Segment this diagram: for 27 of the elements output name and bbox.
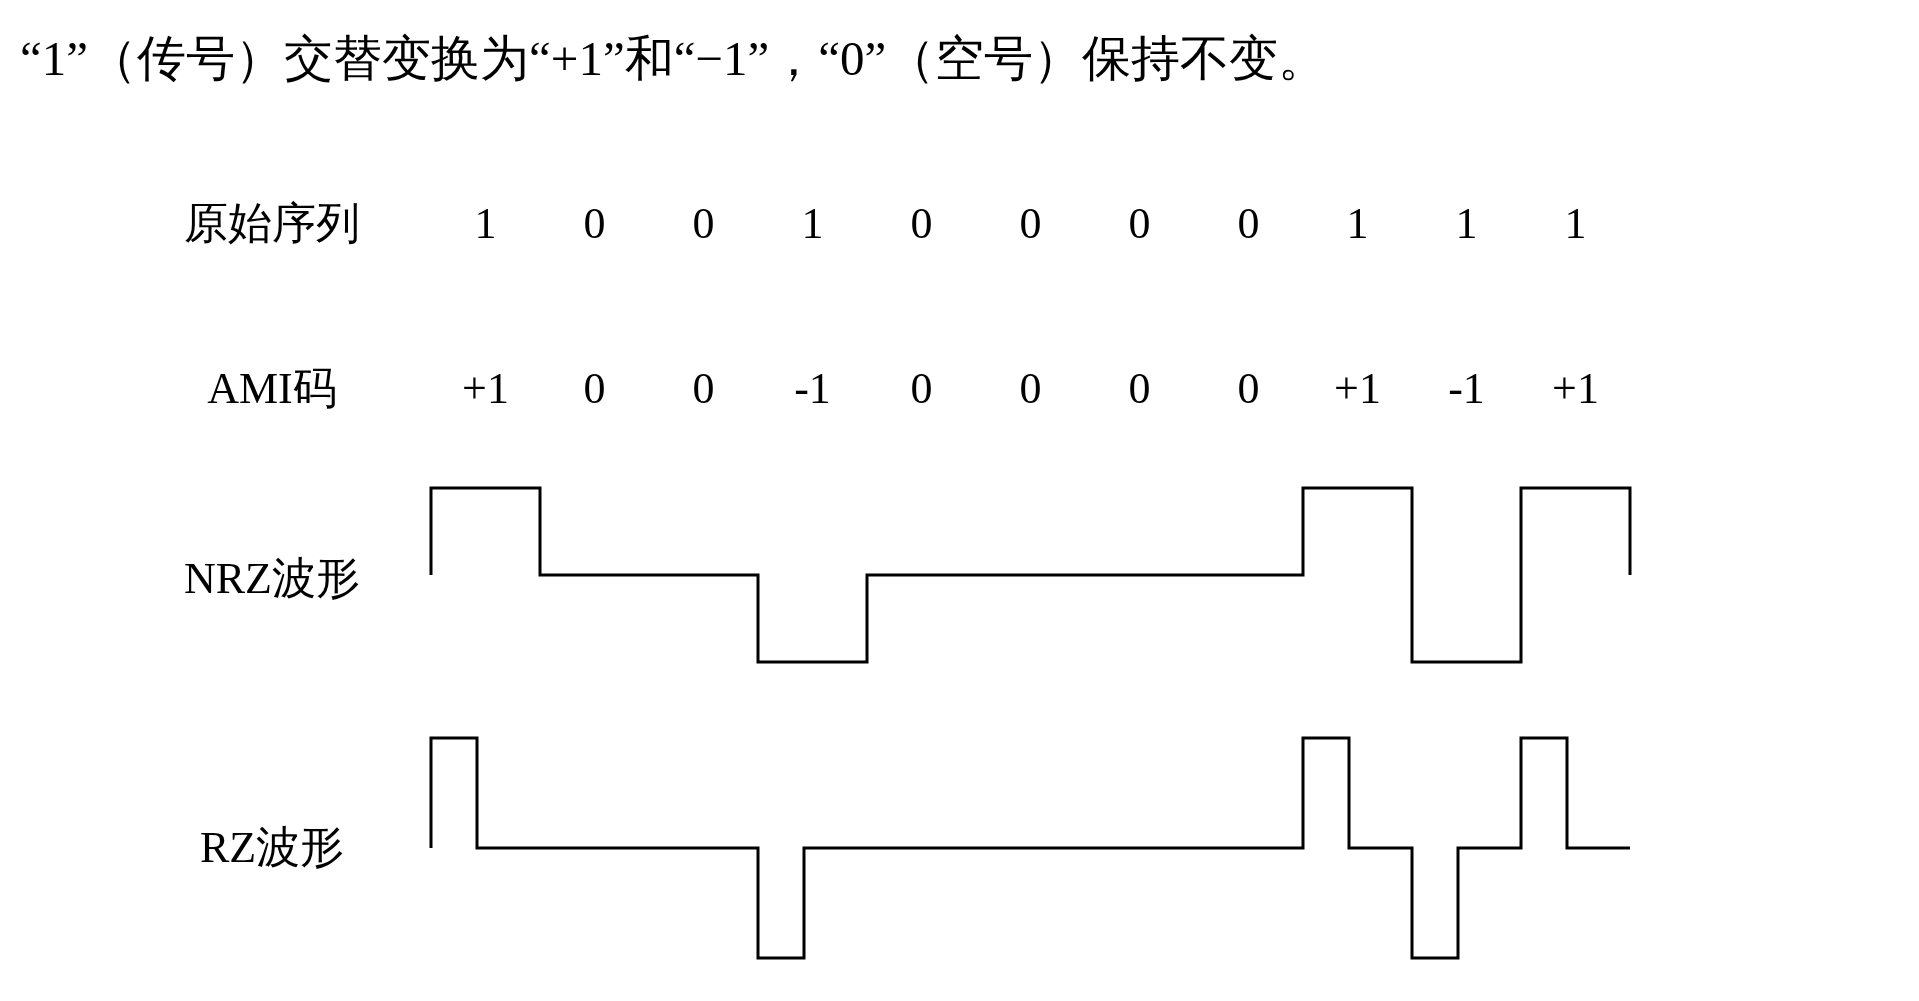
code-value: -1 <box>1448 367 1485 411</box>
code-value: 0 <box>910 367 933 411</box>
code-value: 0 <box>692 367 715 411</box>
row-label: 原始序列 <box>184 202 360 246</box>
code-value: +1 <box>462 367 509 411</box>
bit-value: 1 <box>1346 202 1369 246</box>
code-value: 0 <box>1019 367 1042 411</box>
code-value: -1 <box>794 367 831 411</box>
bit-value: 0 <box>910 202 933 246</box>
bit-value: 1 <box>474 202 497 246</box>
bit-value: 1 <box>801 202 824 246</box>
code-value: 0 <box>583 367 606 411</box>
bit-value: 0 <box>1237 202 1260 246</box>
bit-value: 0 <box>1128 202 1151 246</box>
title: “1”（传号）交替变换为“+1”和“−1”，“0”（空号）保持不变。 <box>20 30 1328 88</box>
code-value: 0 <box>1237 367 1260 411</box>
code-value: 0 <box>1128 367 1151 411</box>
bit-value: 0 <box>1019 202 1042 246</box>
bit-value: 1 <box>1564 202 1587 246</box>
code-value: +1 <box>1334 367 1381 411</box>
row-label: NRZ波形 <box>184 557 360 601</box>
bit-value: 1 <box>1455 202 1478 246</box>
code-value: +1 <box>1552 367 1599 411</box>
bit-value: 0 <box>692 202 715 246</box>
row-label: RZ波形 <box>199 826 345 870</box>
bit-value: 0 <box>583 202 606 246</box>
row-label: AMI码 <box>207 367 337 411</box>
